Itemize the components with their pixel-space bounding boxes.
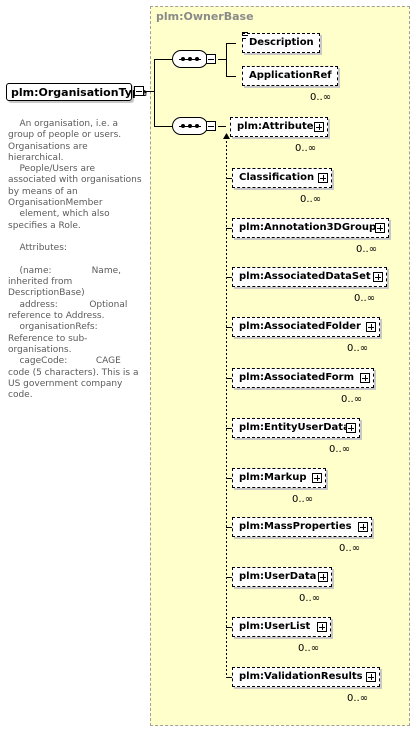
expand-icon[interactable]: [373, 272, 383, 282]
expand-icon[interactable]: [317, 622, 327, 632]
organisation-type-label: plm:OrganisationType: [11, 86, 148, 99]
expand-icon[interactable]: [360, 373, 370, 383]
annotation-3d-group-element[interactable]: plm:Annotation3DGroup: [232, 218, 389, 238]
cardinality-label: 0..∞: [329, 444, 351, 455]
documentation-icon: [242, 32, 248, 39]
element-label: ApplicationRef: [249, 70, 332, 81]
cardinality-label: 0..∞: [347, 343, 369, 354]
description-element[interactable]: Description: [242, 33, 320, 53]
entity-user-data-element[interactable]: plm:EntityUserData: [232, 418, 360, 438]
associated-form-element[interactable]: plm:AssociatedForm: [232, 368, 374, 388]
organisation-type-element[interactable]: plm:OrganisationType: [6, 83, 147, 101]
element-label: plm:AssociatedDataSet: [239, 271, 371, 282]
cardinality-label: 0..∞: [356, 244, 378, 255]
element-label: plm:AssociatedFolder: [239, 321, 361, 332]
expand-icon[interactable]: [366, 672, 376, 682]
validation-results-element[interactable]: plm:ValidationResults: [232, 667, 380, 687]
element-label: plm:Markup: [239, 472, 307, 483]
cardinality-label: 0..∞: [347, 693, 369, 704]
application-ref-element[interactable]: ApplicationRef: [242, 66, 338, 86]
sequence-compositor-icon[interactable]: [172, 117, 208, 135]
expand-icon[interactable]: [314, 122, 324, 132]
cardinality-label: 0..∞: [339, 543, 361, 554]
expand-icon[interactable]: [318, 572, 328, 582]
element-label: plm:Annotation3DGroup: [239, 222, 377, 233]
collapse-icon[interactable]: [206, 121, 216, 131]
cardinality-label: 0..∞: [300, 194, 322, 205]
user-data-element[interactable]: plm:UserData: [232, 567, 332, 587]
element-label: plm:Attribute: [237, 121, 314, 132]
expand-icon[interactable]: [346, 423, 356, 433]
organisation-type-documentation: An organisation, i.e. a group of people …: [8, 119, 142, 401]
element-label: Classification: [239, 172, 315, 183]
expand-icon[interactable]: [318, 173, 328, 183]
associated-folder-element[interactable]: plm:AssociatedFolder: [232, 317, 380, 337]
element-label: plm:AssociatedForm: [239, 372, 354, 383]
cardinality-label: 0..∞: [295, 143, 317, 154]
element-label: Description: [249, 37, 314, 48]
mass-properties-element[interactable]: plm:MassProperties: [232, 517, 372, 537]
user-list-element[interactable]: plm:UserList: [232, 617, 331, 637]
markup-element[interactable]: plm:Markup: [232, 468, 326, 488]
collapse-icon[interactable]: [206, 54, 216, 64]
expand-icon[interactable]: [312, 473, 322, 483]
cardinality-label: 0..∞: [310, 92, 332, 103]
attribute-element[interactable]: plm:Attribute: [230, 117, 328, 137]
cardinality-label: 0..∞: [298, 643, 320, 654]
expand-icon[interactable]: [366, 322, 376, 332]
cardinality-label: 0..∞: [341, 394, 363, 405]
cardinality-label: 0..∞: [354, 293, 376, 304]
owner-base-title: plm:OwnerBase: [156, 10, 254, 23]
element-label: plm:EntityUserData: [239, 422, 350, 433]
element-label: plm:UserList: [239, 621, 311, 632]
cardinality-label: 0..∞: [292, 494, 314, 505]
element-label: plm:MassProperties: [239, 521, 352, 532]
collapse-icon[interactable]: [134, 86, 144, 96]
classification-element[interactable]: Classification: [232, 168, 332, 188]
element-label: plm:ValidationResults: [239, 671, 363, 682]
associated-data-set-element[interactable]: plm:AssociatedDataSet: [232, 267, 387, 287]
expand-icon[interactable]: [375, 223, 385, 233]
cardinality-label: 0..∞: [299, 593, 321, 604]
expand-icon[interactable]: [358, 522, 368, 532]
sequence-compositor-icon[interactable]: [172, 50, 208, 68]
element-label: plm:UserData: [239, 571, 317, 582]
